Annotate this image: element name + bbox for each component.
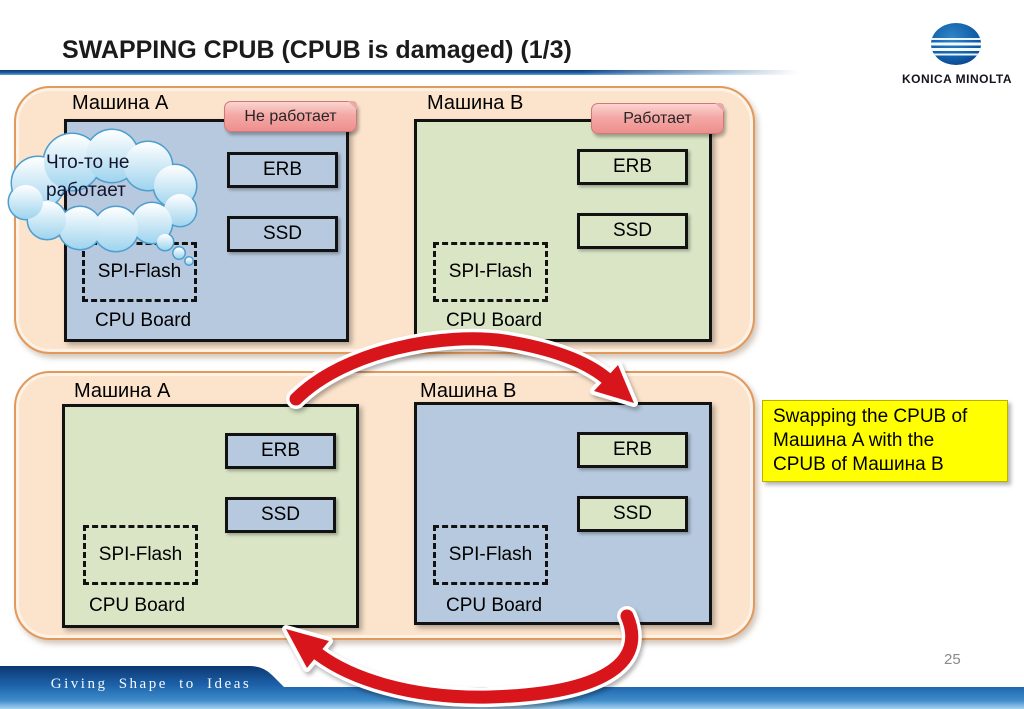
footer-tagline: Giving Shape to Ideas bbox=[50, 676, 252, 692]
ssd-box: SSD bbox=[227, 216, 338, 252]
cpu-board-bottom-b: ERB SSD SPI-Flash CPU Board bbox=[414, 402, 712, 625]
machine-b-name-top: Машина B bbox=[427, 92, 524, 114]
title-underline bbox=[0, 70, 810, 75]
machine-a-name-top: Машина A bbox=[72, 92, 169, 114]
cpu-board-top-b: ERB SSD SPI-Flash CPU Board bbox=[414, 119, 712, 342]
cloud-caption: Что-то не работает bbox=[46, 152, 130, 201]
spi-flash-box: SPI-Flash bbox=[83, 525, 198, 585]
swap-note: Swapping the CPUB of Машина A with the C… bbox=[762, 400, 1008, 482]
cpu-board-label: CPU Board bbox=[446, 595, 543, 616]
spi-flash-box: SPI-Flash bbox=[433, 242, 548, 302]
ssd-box: SSD bbox=[577, 213, 688, 249]
spi-flash-box: SPI-Flash bbox=[82, 242, 197, 302]
ssd-box: SSD bbox=[577, 496, 688, 532]
ssd-box: SSD bbox=[225, 497, 336, 533]
page-title: SWAPPING CPUB (CPUB is damaged) (1/3) bbox=[62, 36, 572, 64]
machine-b-name-bottom: Машина B bbox=[420, 380, 517, 402]
cpu-board-label: CPU Board bbox=[89, 595, 186, 616]
logo-wordmark: KONICA MINOLTA bbox=[901, 72, 1013, 86]
globe-icon bbox=[931, 23, 981, 65]
panel-after-swap: Машина A ERB SSD SPI-Flash CPU Board Маш… bbox=[14, 371, 755, 640]
page-number: 25 bbox=[944, 651, 961, 668]
erb-box: ERB bbox=[577, 149, 688, 185]
erb-box: ERB bbox=[577, 432, 688, 468]
thought-cloud bbox=[0, 128, 210, 270]
status-callout-not-working: Не работает bbox=[224, 101, 357, 132]
cpu-board-label: CPU Board bbox=[446, 310, 543, 331]
spi-flash-box: SPI-Flash bbox=[433, 525, 548, 585]
erb-box: ERB bbox=[227, 152, 338, 188]
cpu-board-label: CPU Board bbox=[95, 310, 192, 331]
konica-minolta-logo: KONICA MINOLTA bbox=[893, 10, 1021, 86]
erb-box: ERB bbox=[225, 433, 336, 469]
machine-a-name-bottom: Машина A bbox=[74, 380, 171, 402]
status-callout-working: Работает bbox=[591, 103, 724, 134]
cpu-board-bottom-a: ERB SSD SPI-Flash CPU Board bbox=[62, 404, 359, 628]
